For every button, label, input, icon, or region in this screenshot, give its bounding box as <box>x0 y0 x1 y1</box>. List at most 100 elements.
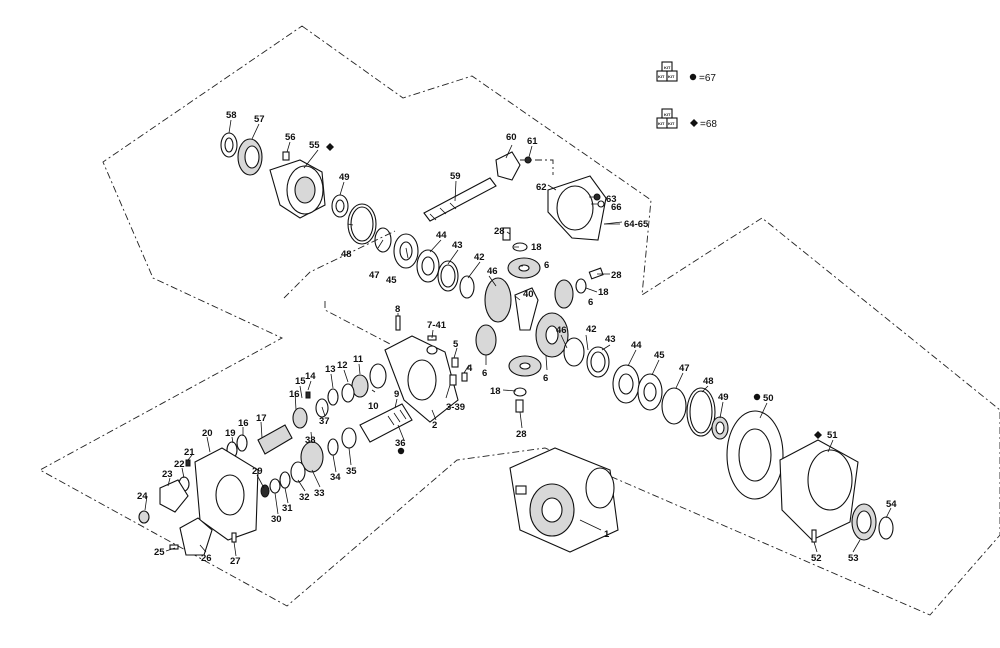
part-label-18: 18 <box>531 242 542 253</box>
ring-16b <box>236 434 248 452</box>
part-label-48: 48 <box>703 376 714 387</box>
part-label-8: 8 <box>395 304 400 315</box>
part-label-57: 57 <box>254 114 265 125</box>
kit-icon: KIT KIT KIT <box>656 108 678 129</box>
pin-3-39 <box>449 374 457 386</box>
washer-18a <box>512 242 528 252</box>
part-label-54: 54 <box>886 499 897 510</box>
part-label-53: 53 <box>848 553 859 564</box>
part-label-50: 50 <box>763 393 774 404</box>
gear-46a <box>484 277 512 323</box>
circle-marker <box>689 73 697 81</box>
kit-box-text: KIT <box>658 121 665 126</box>
shaft-36 <box>359 403 413 443</box>
part-label-22: 22 <box>174 459 185 470</box>
pin-4 <box>461 372 468 382</box>
part-label-40: 40 <box>523 289 534 300</box>
nut-24 <box>138 510 150 524</box>
part-label-15: 15 <box>295 376 306 387</box>
part-label-34: 34 <box>330 472 341 483</box>
part-label-4: 4 <box>467 363 473 374</box>
upper-left-axle-parts <box>220 132 623 346</box>
part-label-45: 45 <box>654 350 665 361</box>
part-label-27: 27 <box>230 556 241 567</box>
part-label-32: 32 <box>299 492 310 503</box>
part-label-42: 42 <box>586 324 597 335</box>
washer-18b <box>575 278 587 294</box>
lower-right-parts <box>563 337 894 543</box>
ring-42b <box>563 337 585 367</box>
part-label-37: 37 <box>319 416 330 427</box>
part-labels: 58 57 56 55 49 48 59 60 61 62 63 66 64-6… <box>137 110 897 567</box>
pin-21 <box>185 459 191 467</box>
part-label-10: 10 <box>368 401 379 412</box>
screw-8 <box>395 315 401 331</box>
yoke-60 <box>495 151 521 181</box>
part-label-25: 25 <box>154 547 165 558</box>
part-label-30: 30 <box>271 514 282 525</box>
ring-12 <box>341 383 355 403</box>
part-label-18: 18 <box>598 287 609 298</box>
circle-marker <box>397 447 405 455</box>
gear-6b <box>554 279 574 309</box>
assembly-outline <box>39 25 1000 616</box>
part-label-6: 6 <box>543 373 548 384</box>
diamond-marker <box>814 431 822 439</box>
part-label-13: 13 <box>325 364 336 375</box>
part-label-38: 38 <box>305 435 316 446</box>
part-label-36: 36 <box>395 438 406 449</box>
part-label-1: 1 <box>604 529 610 540</box>
kit-box-text: KIT <box>658 74 665 79</box>
part-label-51: 51 <box>827 430 838 441</box>
part-label-47: 47 <box>679 363 690 374</box>
part-label-48: 48 <box>341 249 352 260</box>
pin-28b <box>588 267 604 280</box>
part-label-19: 19 <box>225 428 236 439</box>
part-label-7-41: 7-41 <box>427 320 447 331</box>
shaft-59 <box>423 177 497 222</box>
part-label-58: 58 <box>226 110 237 121</box>
gear-29 <box>260 484 270 498</box>
part-label-18: 18 <box>490 386 501 397</box>
part-label-59: 59 <box>450 171 461 182</box>
part-label-60: 60 <box>506 132 517 143</box>
part-label-44: 44 <box>631 340 642 351</box>
legend-text: =68 <box>700 119 717 130</box>
ring-13 <box>327 388 339 406</box>
part-label-49: 49 <box>718 392 729 403</box>
pin-28c <box>515 399 524 413</box>
part-label-3-39: 3-39 <box>446 402 465 413</box>
part-label-33: 33 <box>314 488 325 499</box>
ring-34 <box>327 438 339 456</box>
legend-text: =67 <box>699 73 716 84</box>
ring-30 <box>269 478 281 494</box>
part-label-55: 55 <box>309 140 320 151</box>
bearing-54 <box>878 516 894 540</box>
differential-center <box>475 227 604 413</box>
bearing-10 <box>369 363 387 389</box>
bolt-52 <box>811 529 817 543</box>
lower-left-gear-parts <box>138 363 413 556</box>
pin-14 <box>305 391 311 399</box>
part-label-14: 14 <box>305 371 316 382</box>
circle-marker <box>753 393 761 401</box>
part-label-35: 35 <box>346 466 357 477</box>
diamond-marker <box>326 143 334 151</box>
part-label-16: 16 <box>238 418 249 429</box>
part-label-20: 20 <box>202 428 213 439</box>
part-label-21: 21 <box>184 447 195 458</box>
screw-25 <box>169 544 179 550</box>
ring-31 <box>279 471 291 489</box>
part-label-49: 49 <box>339 172 350 183</box>
part-label-62: 62 <box>536 182 547 193</box>
part-label-42: 42 <box>474 252 485 263</box>
part-label-16: 16 <box>289 389 300 400</box>
kit-box-text: KIT <box>664 112 671 117</box>
screw-27 <box>231 532 237 543</box>
leader-lines <box>144 119 892 557</box>
part-label-44: 44 <box>436 230 447 241</box>
cover-26 <box>179 517 213 556</box>
part-label-17: 17 <box>256 413 267 424</box>
part-label-9: 9 <box>394 389 399 400</box>
